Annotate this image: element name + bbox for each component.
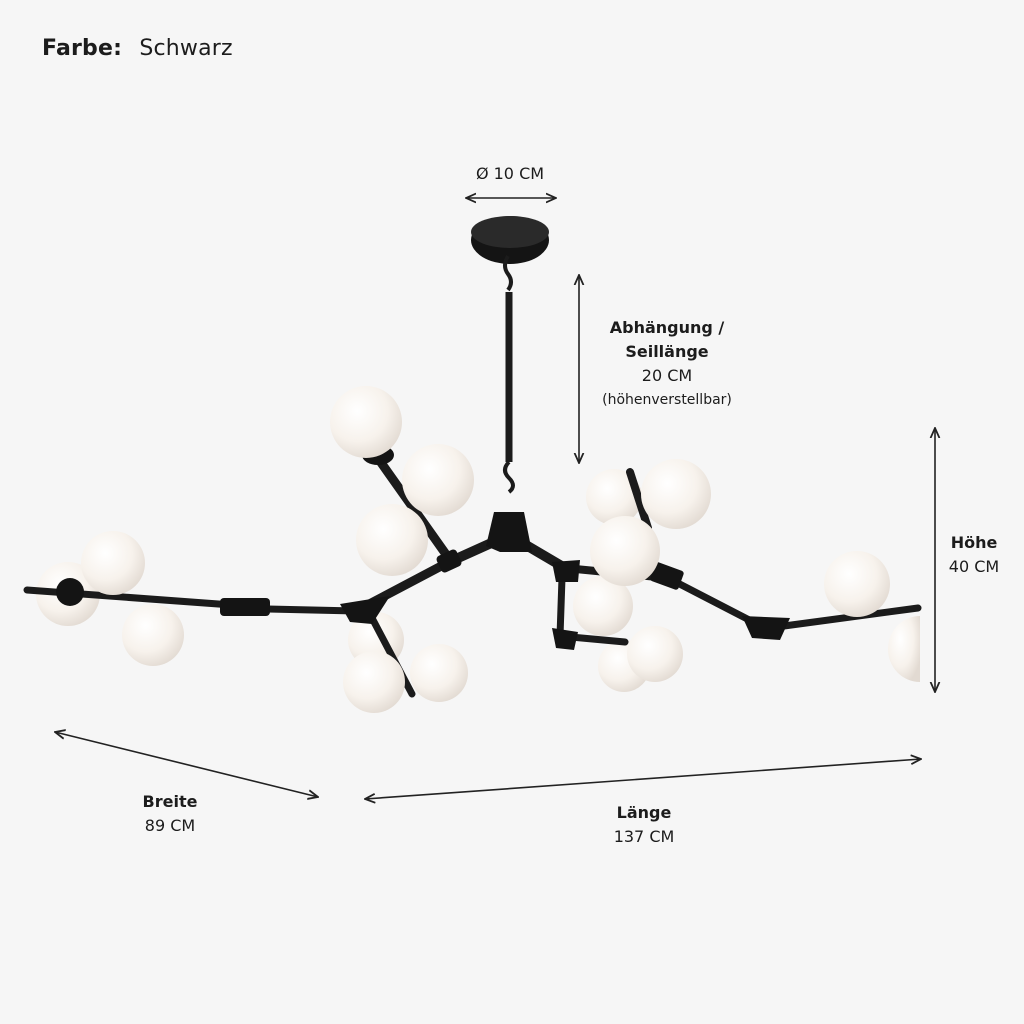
width-value: 89 CM — [144, 816, 196, 835]
color-value: Schwarz — [139, 36, 233, 61]
diameter-label: Ø 10 CM — [455, 162, 565, 186]
height-name: Höhe — [950, 533, 998, 552]
length-label: Länge 137 CM — [594, 801, 694, 849]
length-arrow — [365, 759, 921, 799]
color-label-row: Farbe: Schwarz — [42, 36, 233, 61]
stem — [503, 254, 515, 494]
height-label: Höhe 40 CM — [934, 531, 1014, 579]
suspension-note: (höhenverstellbar) — [602, 392, 732, 408]
suspension-name-line1: Abhängung / — [609, 318, 725, 337]
length-name: Länge — [616, 803, 672, 822]
height-value: 40 CM — [948, 557, 1000, 576]
color-label: Farbe: — [42, 36, 123, 61]
frame-joints — [56, 445, 790, 650]
suspension-label: Abhängung / Seillänge 20 CM (höhenverste… — [586, 316, 748, 412]
globes-front — [81, 386, 920, 713]
dimension-arrows — [55, 198, 935, 799]
length-value: 137 CM — [613, 827, 675, 846]
suspension-value: 20 CM — [641, 366, 693, 385]
width-arrow — [55, 732, 318, 797]
canopy — [471, 216, 549, 264]
width-label: Breite 89 CM — [120, 790, 220, 838]
width-name: Breite — [142, 792, 198, 811]
diameter-value: Ø 10 CM — [475, 164, 545, 183]
suspension-name-line2: Seillänge — [625, 342, 709, 361]
